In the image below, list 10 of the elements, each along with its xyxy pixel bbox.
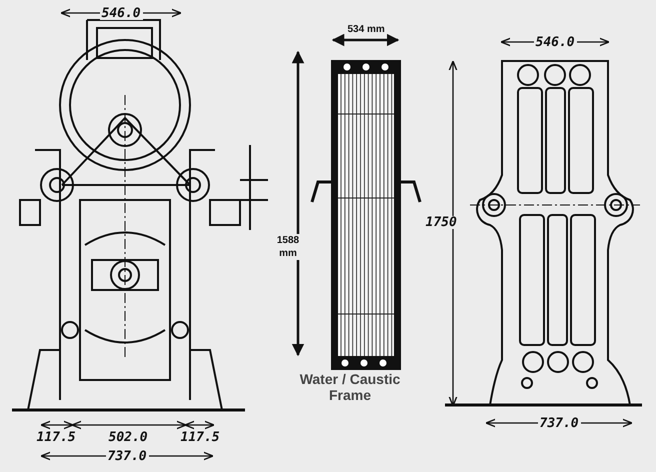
dimension-label: 117.5 — [34, 430, 78, 444]
dimension-label: 502.0 — [106, 430, 150, 444]
dimension-label: 737.0 — [538, 416, 581, 430]
dimension-label: 117.5 — [178, 430, 222, 444]
frame-caption: Water / Caustic Frame — [298, 371, 402, 404]
dimension-label: 737.0 — [106, 450, 149, 462]
dimension-label: 1750 — [424, 216, 459, 228]
dimension-label: 546.0 — [100, 6, 143, 20]
dimension-label: 534 mm — [348, 22, 385, 36]
dimension-label: 546.0 — [534, 36, 577, 48]
